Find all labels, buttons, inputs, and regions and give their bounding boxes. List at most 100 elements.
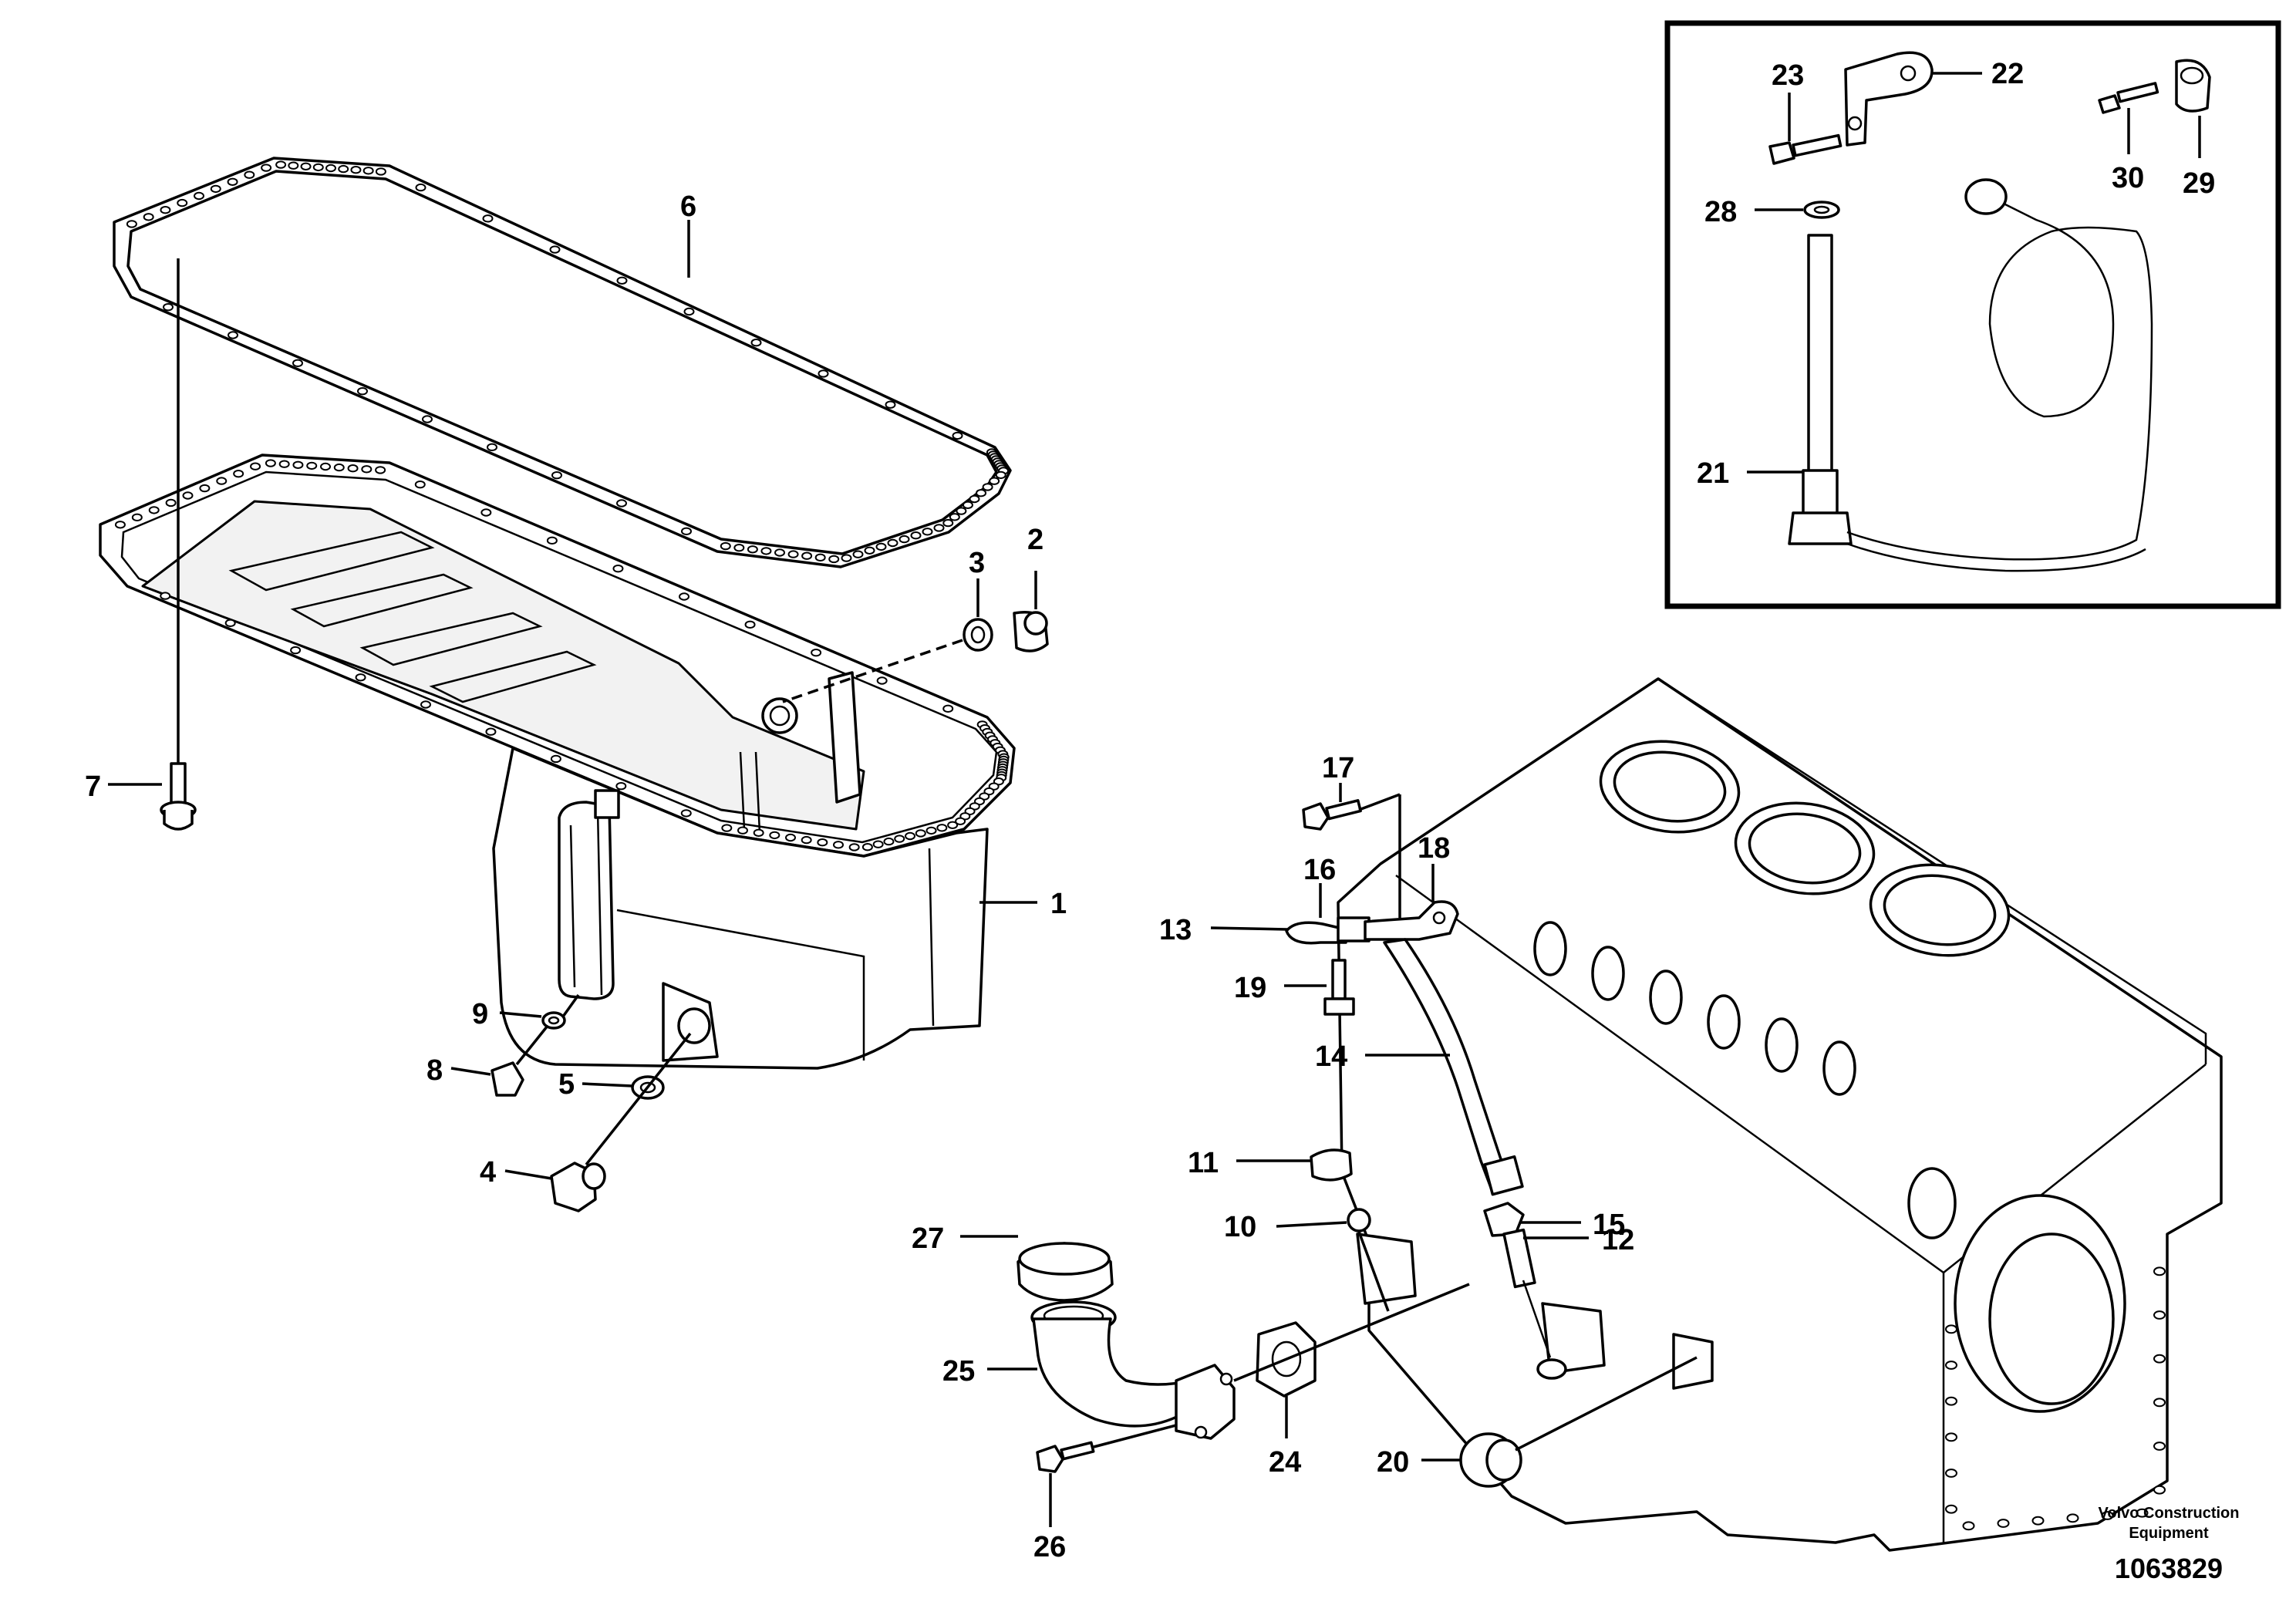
part-9-washer — [541, 1011, 566, 1030]
bolt-hole — [922, 528, 933, 536]
brand-line-1: Volvo Construction — [2099, 1505, 2240, 1522]
bolt-hole — [292, 460, 304, 469]
detail-inset — [1664, 20, 2281, 609]
bolt-hole — [250, 462, 261, 470]
callout-28: 28 — [1704, 196, 1737, 228]
part-27-filler-cap — [1017, 1242, 1114, 1302]
bolt-hole — [126, 220, 137, 228]
bolt-hole — [887, 538, 899, 548]
bolt-hole — [905, 831, 915, 841]
bolt-hole — [883, 837, 895, 846]
footer-brand: Volvo Construction Equipment 1063829 — [2099, 1505, 2240, 1584]
callout-3: 3 — [969, 547, 985, 579]
bolt-hole — [817, 838, 828, 847]
bolt-hole — [969, 494, 980, 504]
bolt-hole — [720, 541, 731, 551]
bolt-hole — [165, 498, 177, 508]
part-8-plug — [491, 1061, 524, 1097]
callout-11: 11 — [1188, 1147, 1219, 1179]
part-18-bracket — [1364, 900, 1459, 941]
callout-20: 20 — [1377, 1446, 1409, 1479]
bolt-hole — [875, 542, 887, 551]
bolt-hole — [899, 534, 910, 544]
bolt-hole — [485, 727, 497, 736]
part-29-clip — [2175, 59, 2211, 113]
bolt-hole — [163, 302, 174, 312]
part-23-bolt — [1768, 133, 1843, 165]
bolt-hole — [876, 676, 888, 685]
bolt-hole — [811, 648, 822, 657]
bolt-hole — [415, 183, 426, 192]
bolt-hole — [818, 369, 829, 378]
callout-1: 1 — [1050, 888, 1067, 920]
callout-9: 9 — [472, 998, 488, 1030]
bolt-hole — [956, 507, 967, 515]
bolt-hole — [265, 459, 276, 467]
callout-labels: 1 2 3 4 5 6 7 8 9 10 11 12 13 14 15 16 1… — [85, 58, 2215, 1563]
bolt-hole — [616, 499, 627, 508]
part-3-washer — [963, 618, 993, 652]
part-6-oil-pan-gasket — [113, 157, 1012, 568]
bolt-hole — [361, 465, 373, 474]
bolt-hole — [841, 554, 852, 562]
bolt-hole — [753, 828, 764, 837]
part-20-seal — [1459, 1432, 1522, 1488]
callout-14: 14 — [1315, 1040, 1347, 1073]
bolt-hole — [721, 824, 733, 832]
bolt-hole — [679, 592, 689, 601]
part-17-bolt — [1302, 799, 1362, 831]
bolt-hole — [681, 527, 692, 536]
callout-8: 8 — [426, 1054, 443, 1087]
bolt-hole — [114, 521, 126, 529]
part-25-filler-pipe — [1030, 1300, 1236, 1440]
bolt-hole — [546, 536, 558, 545]
callout-19: 19 — [1234, 972, 1266, 1004]
bolt-hole — [350, 166, 362, 174]
bolt-hole — [2101, 1511, 2114, 1520]
bolt-hole — [801, 551, 813, 560]
document-number: 1063829 — [2115, 1553, 2223, 1584]
bolt-hole — [737, 826, 748, 835]
bolt-hole — [2153, 1485, 2166, 1495]
bolt-hole — [216, 477, 228, 485]
bolt-hole — [414, 480, 426, 489]
bolt-hole — [1945, 1432, 1957, 1442]
bolt-hole — [320, 462, 331, 471]
bolt-hole — [861, 843, 873, 851]
bolt-hole — [306, 461, 318, 470]
bolt-hole — [347, 464, 359, 473]
bolt-hole — [131, 513, 143, 522]
callout-21: 21 — [1697, 457, 1729, 490]
callout-6: 6 — [680, 191, 696, 223]
bolt-hole — [785, 833, 796, 842]
part-11-cap — [1310, 1148, 1353, 1182]
bolt-hole — [2153, 1442, 2166, 1451]
bolt-hole — [422, 415, 433, 423]
bolt-hole — [615, 781, 627, 791]
bolt-hole — [2136, 1508, 2149, 1518]
bolt-hole — [300, 162, 312, 170]
callout-23: 23 — [1772, 59, 1804, 92]
part-26-bolt — [1036, 1441, 1095, 1473]
callout-18: 18 — [1418, 832, 1450, 865]
engine-block — [1337, 677, 2223, 1552]
bolt-hole — [375, 167, 386, 176]
bolt-hole — [774, 548, 785, 557]
bolt-hole — [487, 443, 497, 452]
part-30-bolt — [2098, 82, 2159, 114]
callout-17: 17 — [1322, 752, 1354, 784]
bolt-hole — [160, 206, 171, 214]
part-22-bracket — [1844, 51, 1934, 147]
bolt-hole — [616, 276, 628, 285]
bolt-hole — [1945, 1469, 1957, 1478]
bolt-hole — [480, 508, 492, 517]
bolt-hole — [227, 177, 238, 186]
bolt-hole — [872, 840, 884, 848]
bolt-hole — [199, 484, 211, 493]
bolt-hole — [962, 501, 973, 509]
part-2-plug — [1013, 611, 1049, 653]
callout-10: 10 — [1224, 1211, 1256, 1243]
bolt-hole — [357, 386, 368, 396]
bolt-hole — [612, 564, 624, 573]
